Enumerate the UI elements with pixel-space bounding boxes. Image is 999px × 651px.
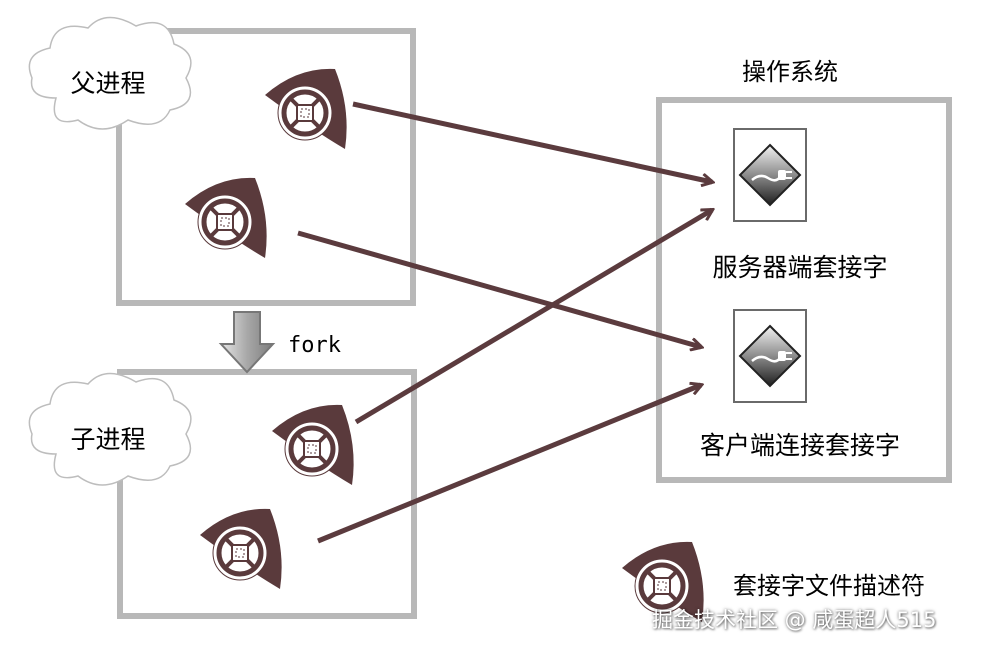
- parent-process-label: 父进程: [70, 69, 145, 98]
- arrow-child-desc1-to-server-socket: [354, 207, 712, 425]
- server-socket-label: 服务器端套接字: [712, 253, 887, 282]
- watermark: 掘金技术社区 @ 咸蛋超人515: [652, 608, 937, 632]
- legend-label: 套接字文件描述符: [733, 572, 925, 600]
- client-socket-plug-icon: [732, 308, 808, 404]
- arrow-child-desc2-to-client-socket: [317, 385, 701, 544]
- os-title: 操作系统: [742, 58, 838, 86]
- child-process-label: 子进程: [70, 425, 145, 454]
- server-socket-plug-icon: [732, 127, 808, 223]
- fork-label: fork: [288, 333, 341, 358]
- fork-arrow-icon: [218, 311, 276, 374]
- client-socket-label: 客户端连接套接字: [700, 431, 900, 460]
- arrow-parent-desc1-to-server-socket: [352, 101, 712, 182]
- arrow-parent-desc2-to-client-socket: [297, 230, 701, 347]
